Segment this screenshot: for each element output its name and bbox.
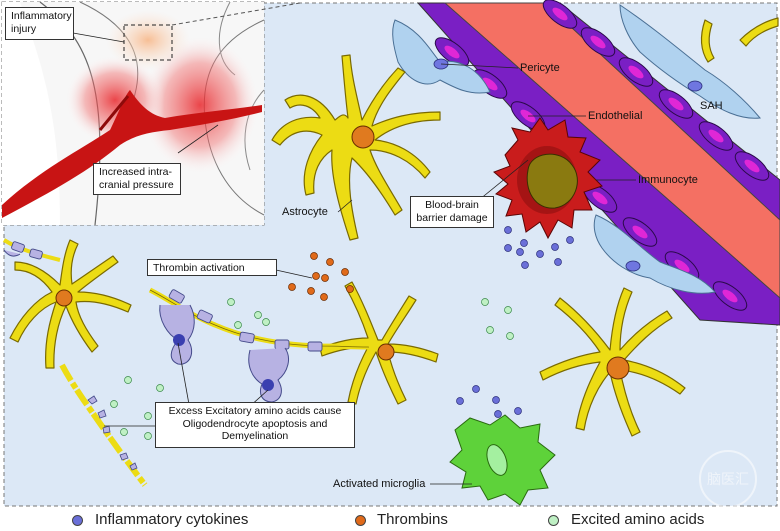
label-immunocyte: Immunocyte bbox=[638, 174, 698, 186]
legend: Inflammatory cytokines Thrombins Excited… bbox=[0, 508, 780, 531]
legend-swatch-cytokines bbox=[72, 515, 83, 526]
label-bbb-damage-line1: Blood-brain bbox=[425, 199, 479, 211]
label-pericyte: Pericyte bbox=[520, 62, 560, 74]
label-thrombin-activation: Thrombin activation bbox=[147, 259, 277, 276]
label-inflammatory-injury: Inflammatory injury bbox=[5, 7, 74, 40]
label-increased-icp: Increased intra- cranial pressure bbox=[93, 163, 181, 195]
amino-acid-dots bbox=[110, 298, 514, 440]
label-thrombin-activation-text: Thrombin activation bbox=[153, 262, 245, 274]
pericytes bbox=[392, 4, 761, 294]
legend-label-thrombins: Thrombins bbox=[377, 511, 448, 528]
microglia bbox=[449, 414, 556, 506]
legend-label-cytokines: Inflammatory cytokines bbox=[95, 511, 249, 528]
label-excess-excitatory: Excess Excitatory amino acids cause Olig… bbox=[155, 402, 355, 448]
watermark-logo: 脑医汇 bbox=[699, 450, 757, 508]
legend-label-amino-acids: Excited amino acids bbox=[571, 511, 705, 528]
label-increased-icp-line2: cranial pressure bbox=[99, 178, 174, 191]
label-astrocyte: Astrocyte bbox=[282, 206, 328, 218]
axon-chain bbox=[2, 238, 369, 403]
watermark-text: 脑医汇 bbox=[707, 472, 749, 488]
label-inflammatory-injury-line2: injury bbox=[11, 22, 37, 35]
label-sah: SAH bbox=[700, 100, 723, 112]
astrocytes bbox=[9, 17, 779, 437]
demyelinated-axon bbox=[59, 363, 148, 487]
label-bbb-damage: Blood-brain barrier damage bbox=[410, 196, 494, 228]
astrocyte-nuclei bbox=[55, 125, 630, 380]
immunocyte bbox=[493, 117, 603, 240]
label-endothelial: Endothelial bbox=[588, 110, 643, 122]
blood-vessel bbox=[416, 0, 780, 326]
label-increased-icp-line1: Increased intra- bbox=[99, 166, 172, 178]
legend-swatch-thrombins bbox=[355, 515, 366, 526]
label-activated-microglia: Activated microglia bbox=[333, 478, 426, 490]
label-excess-excitatory-line3: Demyelination bbox=[221, 430, 289, 442]
thrombin-dots bbox=[288, 252, 354, 301]
legend-swatch-amino-acids bbox=[548, 515, 559, 526]
leader-lines bbox=[104, 63, 636, 485]
label-bbb-damage-line2: barrier damage bbox=[416, 211, 488, 224]
label-excess-excitatory-line1: Excess Excitatory amino acids cause bbox=[168, 405, 342, 417]
label-excess-excitatory-line2: Oligodendrocyte apoptosis and bbox=[182, 417, 328, 430]
label-inflammatory-injury-line1: Inflammatory bbox=[11, 10, 72, 22]
brain-inset bbox=[1, 1, 301, 226]
cytokine-dots bbox=[456, 226, 574, 418]
pericyte-nuclei bbox=[433, 58, 703, 272]
